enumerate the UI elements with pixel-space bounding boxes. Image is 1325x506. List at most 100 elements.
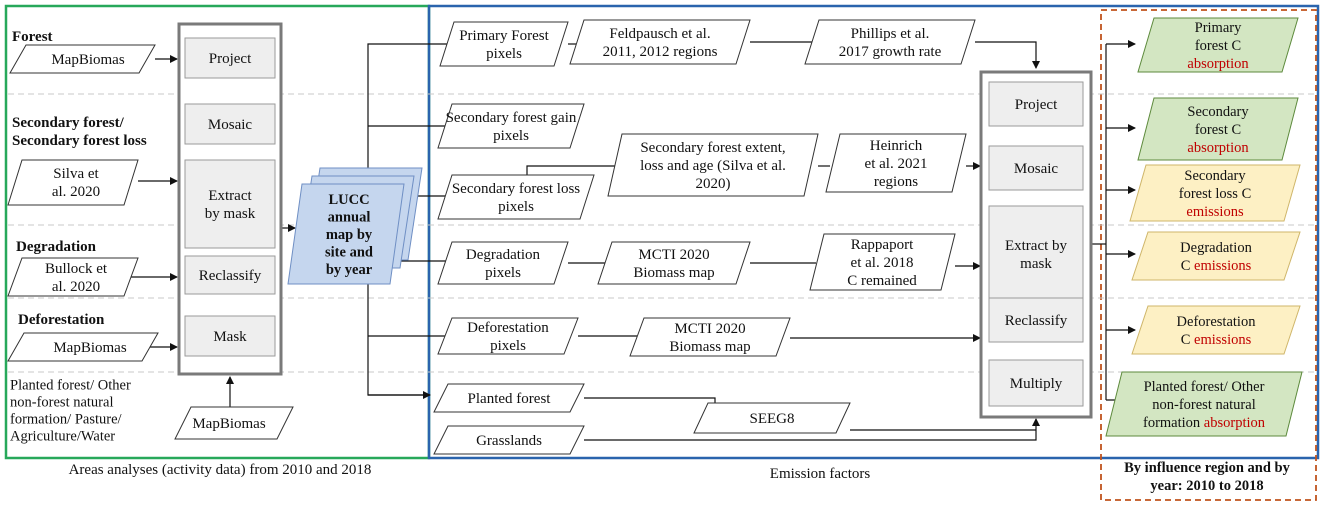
section-degradation: Degradation (16, 239, 97, 255)
input-bullock (7, 257, 139, 297)
output-6-label-line: non-forest natural (1152, 397, 1255, 413)
output-2-label-segment: absorption (1187, 140, 1249, 156)
output-1-label-line: Primary (1195, 20, 1242, 36)
section-other-line: Planted forest/ Other (10, 377, 131, 393)
emission-frame (427, 4, 1320, 460)
input-mapbiomas-other (174, 406, 294, 440)
section-other-line: Agriculture/Water (10, 428, 115, 444)
output-4 (1131, 231, 1301, 281)
section-other-line: formation/ Pasture/ (10, 411, 123, 427)
output-6-label-line: formation absorption (1143, 415, 1266, 431)
factor-rappaport-label-line: Rappaport (851, 237, 914, 253)
factor-phillips (804, 19, 976, 65)
right-process-multiply-label-line: Multiply (1010, 376, 1063, 392)
arrow-grasslands-to-multiply (584, 418, 1040, 441)
lucc-label-line: map by (326, 227, 373, 243)
areas-caption-text: Areas analyses (activity data) from 2010… (68, 462, 372, 478)
output-5-label-segment: C (1181, 332, 1194, 348)
factor-seeg (693, 402, 851, 434)
pixels-sec-gain-label-line: Secondary forest gain (446, 110, 577, 126)
left-process-project-label-line: Project (209, 51, 252, 67)
right-process-project-label: Project (1015, 97, 1058, 113)
lucc-layer-front (287, 183, 405, 285)
input-bullock-label-line: Bullock et (45, 261, 108, 277)
output-4-label: Degradation C emissions (1180, 240, 1252, 274)
section-degradation-line: Degradation (16, 239, 97, 255)
left-process-mask (184, 315, 276, 357)
influence-caption-line-1: By influence region and by (1124, 460, 1290, 476)
output-2-label-line: forest C (1195, 122, 1241, 138)
factor-heinrich (825, 133, 967, 193)
right-process-reclassify (988, 297, 1084, 343)
right-process-project (988, 81, 1084, 127)
pixels-grasslands (433, 425, 585, 455)
left-process-reclassify-label: Reclassify (199, 268, 262, 284)
factor-rappaport (809, 233, 956, 291)
output-1-label-segment: absorption (1187, 56, 1249, 72)
output-3-label-segment: emissions (1186, 204, 1244, 220)
factor-silva-label-line: loss and age (Silva et al. (640, 158, 786, 174)
link-planted-seeg (584, 397, 716, 405)
output-6 (1105, 371, 1303, 437)
output-5 (1131, 305, 1301, 355)
lucc-label-line: annual (328, 209, 371, 225)
left-process-mosaic (184, 103, 276, 145)
section-other-line: non-forest natural (10, 394, 113, 410)
pixels-degradation-label-line: Degradation (466, 247, 541, 263)
factor-rappaport-label-line: C remained (847, 273, 917, 289)
emission-caption: Emission factors (740, 466, 900, 483)
section-secondary-line: Secondary forest/ (12, 115, 125, 131)
factor-mcti-degradation (597, 241, 751, 285)
right-process-extract-label-line: mask (1020, 256, 1052, 272)
factor-mcti-degradation-label-line: Biomass map (633, 265, 714, 281)
input-mapbiomas-deforestation-label: MapBiomas (53, 340, 126, 356)
right-process-mosaic-label: Mosaic (1014, 161, 1059, 177)
factor-phillips-label: Phillips et al. 2017 growth rate (839, 26, 942, 60)
pixels-sec-gain-label: Secondary forest gain pixels (446, 110, 577, 144)
output-4-label-line: Degradation (1180, 240, 1252, 256)
input-mapbiomas-forest-label: MapBiomas (51, 52, 124, 68)
factor-rappaport-label-line: et al. 2018 (851, 255, 914, 271)
pixels-deforestation-label-line: Deforestation (467, 320, 549, 336)
branch-trunk-down (367, 284, 430, 396)
right-process-mosaic-label-line: Mosaic (1014, 161, 1059, 177)
output-6-label-segment: absorption (1204, 415, 1266, 431)
pixels-deforestation (437, 317, 579, 355)
factor-phillips-label-line: Phillips et al. (851, 26, 930, 42)
factor-phillips-label-line: 2017 growth rate (839, 44, 942, 60)
factor-silva-label: Secondary forest extent,loss and age (Si… (640, 140, 786, 192)
factor-heinrich-label-line: Heinrich (870, 138, 923, 154)
output-4-label-line: C emissions (1181, 258, 1252, 274)
right-process-project-label-line: Project (1015, 97, 1058, 113)
output-3 (1129, 164, 1301, 222)
pixels-sec-loss-label-line: Secondary forest loss (452, 181, 580, 197)
right-process-reclassify-label: Reclassify (1005, 313, 1068, 329)
pixels-primary (439, 21, 569, 67)
left-process-mask-label-line: Mask (213, 329, 247, 345)
factor-rappaport-label: Rappaport et al. 2018 C remained (847, 237, 917, 289)
input-silva-label-line: Silva et (53, 166, 99, 182)
pixels-sec-gain-label-line: pixels (493, 128, 529, 144)
pixels-primary-label-line: Primary Forest (459, 28, 549, 44)
right-process-multiply (988, 359, 1084, 407)
pixels-deforestation-label: Deforestation pixels (467, 320, 549, 354)
factor-feldpausch-label-line: Feldpausch et al. (609, 26, 710, 42)
left-process-mosaic-label-line: Mosaic (208, 117, 253, 133)
pixels-deforestation-label-line: pixels (490, 338, 526, 354)
pixels-primary-label-line: pixels (486, 46, 522, 62)
input-mapbiomas-deforestation-label-line: MapBiomas (53, 340, 126, 356)
influence-frame (1100, 9, 1317, 501)
output-4-label-segment: emissions (1194, 258, 1252, 274)
left-process-reclassify (184, 255, 276, 295)
section-deforestation: Deforestation (18, 312, 105, 328)
